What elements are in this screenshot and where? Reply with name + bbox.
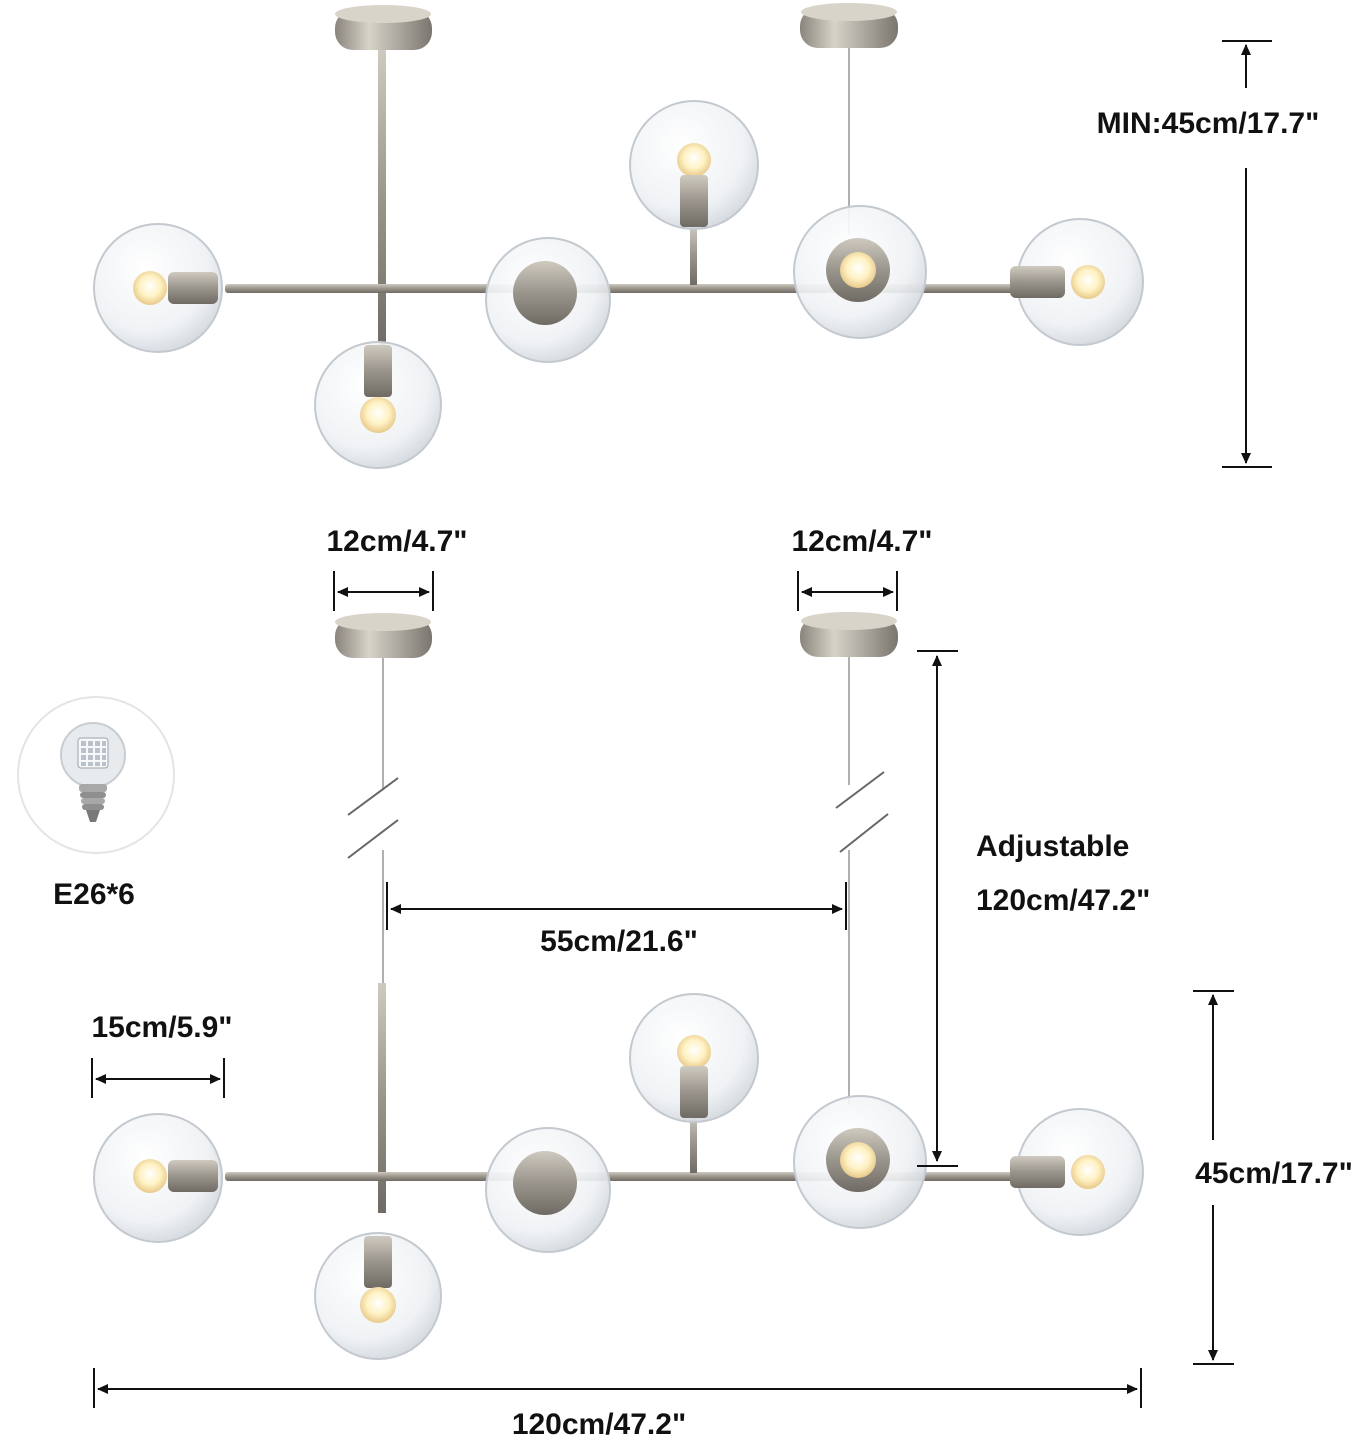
globe-light	[93, 1113, 223, 1243]
globe-light	[314, 341, 442, 469]
canopy-left-width-dimension: 12cm/4.7"	[327, 525, 468, 611]
globe-light	[793, 1095, 927, 1229]
canopy-spacing-dimension: 55cm/21.6"	[386, 882, 847, 958]
bottom-fixture	[93, 612, 1144, 1360]
total-length-label: 120cm/47.2"	[512, 1408, 686, 1441]
min-height-dimension: MIN:45cm/17.7"	[1097, 40, 1320, 468]
canopy-left-width-label: 12cm/4.7"	[327, 525, 468, 558]
globe-light	[485, 237, 611, 363]
globe-light	[485, 1127, 611, 1253]
min-height-label: MIN:45cm/17.7"	[1097, 107, 1320, 140]
globe-width-dimension: 15cm/5.9"	[91, 1011, 233, 1098]
canopy-right-icon	[800, 612, 898, 657]
adjustable-length-dimension: Adjustable 120cm/47.2"	[917, 650, 1150, 1167]
globe-light	[629, 100, 759, 230]
bulb-badge	[17, 696, 175, 854]
adjustable-label: Adjustable	[976, 830, 1129, 863]
canopy-right-width-label: 12cm/4.7"	[792, 525, 933, 558]
canopy-left-icon	[335, 613, 432, 658]
globe-light	[314, 1232, 442, 1360]
canopy-left-icon	[335, 5, 432, 50]
adjustable-value: 120cm/47.2"	[976, 884, 1150, 917]
fixture-height-label: 45cm/17.7"	[1195, 1157, 1353, 1190]
top-fixture	[93, 3, 1144, 469]
led-bulb-icon	[60, 722, 126, 822]
total-length-dimension: 120cm/47.2"	[93, 1368, 1142, 1441]
globe-width-label: 15cm/5.9"	[92, 1011, 233, 1044]
globe-light	[1010, 218, 1144, 346]
bulb-type-label: E26*6	[53, 878, 135, 911]
down-rod	[378, 983, 386, 1213]
canopy-spacing-label: 55cm/21.6"	[540, 925, 698, 958]
down-rod	[378, 50, 386, 350]
globe-light	[629, 993, 759, 1123]
canopy-right-width-dimension: 12cm/4.7"	[792, 525, 933, 611]
canopy-right-icon	[800, 3, 898, 48]
fixture-height-dimension: 45cm/17.7"	[1193, 990, 1353, 1365]
globe-light	[1010, 1108, 1144, 1236]
globe-light	[793, 205, 927, 339]
globe-light	[93, 223, 223, 353]
